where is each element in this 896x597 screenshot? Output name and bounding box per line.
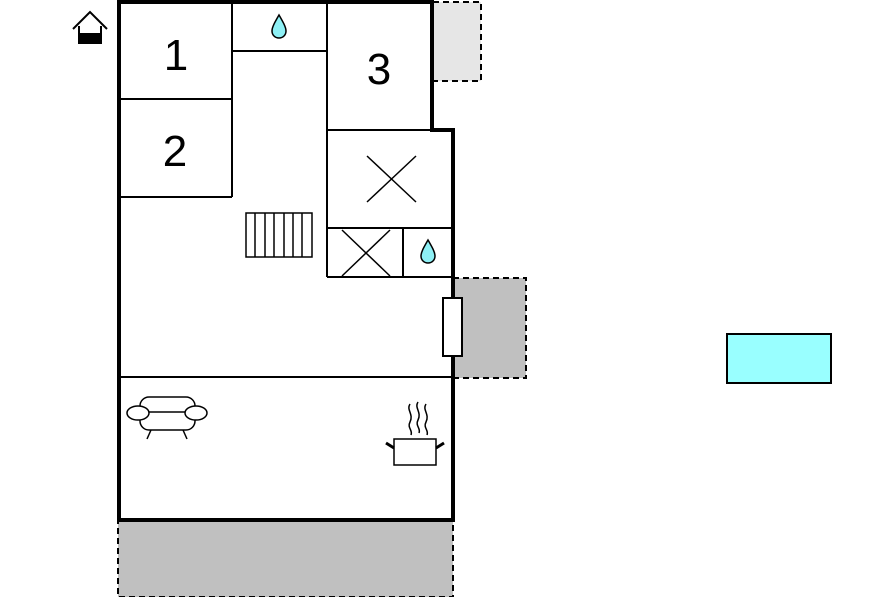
interior-walls <box>119 2 453 378</box>
water-drop-icon <box>271 13 287 39</box>
terrace-right <box>452 277 527 379</box>
toilet-cross-icon <box>366 155 417 203</box>
water-drop-icon <box>420 238 436 264</box>
staircase-icon <box>245 212 313 258</box>
sofa-icon <box>126 396 208 440</box>
room-number-3: 3 <box>367 45 391 94</box>
terrace-bottom <box>117 519 454 597</box>
outer-walls <box>117 0 455 522</box>
ground-floor-house-icon <box>72 10 108 44</box>
cooking-pot-icon <box>385 401 445 466</box>
entrance-door-icon <box>442 297 463 357</box>
toilet-cross-icon <box>341 229 391 277</box>
room-number-2: 2 <box>163 127 187 176</box>
terrace-top-right <box>432 1 482 82</box>
room-number-1: 1 <box>164 31 188 80</box>
swimming-pool <box>726 333 832 384</box>
